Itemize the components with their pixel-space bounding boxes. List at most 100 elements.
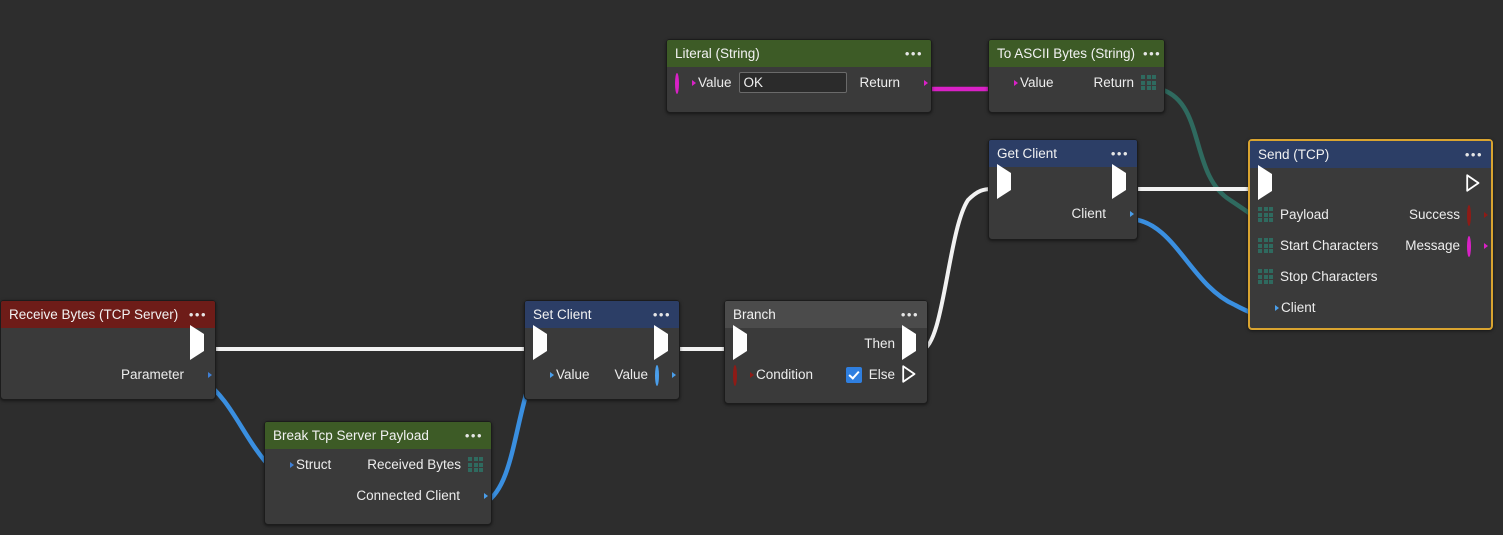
port-row-right: Success — [1408, 204, 1491, 226]
port-row-right: Client — [1071, 206, 1137, 222]
node-options-menu-icon[interactable]: ••• — [1143, 45, 1162, 61]
exec-port-filled-icon[interactable] — [654, 325, 671, 360]
node-options-menu-icon[interactable]: ••• — [652, 306, 671, 322]
port-label: Return — [1093, 75, 1134, 90]
node-options-menu-icon[interactable]: ••• — [1464, 146, 1483, 162]
node-header-break-tcp-server-payload[interactable]: Break Tcp Server Payload ••• — [265, 422, 491, 449]
port-row-right: Else — [845, 365, 927, 384]
array-grid-icon[interactable] — [468, 457, 483, 472]
node-get-client[interactable]: Get Client••• Client — [988, 139, 1138, 240]
port-empty — [997, 206, 1013, 222]
port-empty — [9, 336, 25, 352]
data-port-string-icon[interactable] — [997, 75, 1018, 91]
port-row: Stop Characters — [1250, 261, 1491, 292]
data-port-string-icon[interactable] — [675, 72, 696, 94]
port-row: Client — [989, 198, 1137, 229]
port-label: Value — [614, 367, 648, 382]
node-options-menu-icon[interactable]: ••• — [188, 306, 207, 322]
port-row: Value Value — [525, 359, 679, 390]
data-port-blue-icon[interactable] — [273, 457, 294, 473]
port-row-left — [525, 325, 550, 360]
array-grid-icon[interactable] — [1141, 75, 1156, 90]
exec-port-filled-icon[interactable] — [902, 325, 919, 360]
node-title: Break Tcp Server Payload — [273, 428, 429, 443]
node-to-ascii-bytes-string[interactable]: To ASCII Bytes (String)••• Value Return — [988, 39, 1165, 113]
node-header-send-tcp[interactable]: Send (TCP)••• — [1250, 141, 1491, 168]
data-port-blue-icon[interactable] — [655, 364, 676, 386]
exec-port-filled-icon[interactable] — [733, 325, 750, 360]
port-row-left — [1250, 165, 1275, 200]
array-grid-icon[interactable] — [1258, 269, 1273, 284]
data-port-string-icon[interactable] — [907, 75, 928, 91]
port-label: Value — [556, 367, 590, 382]
exec-port-hollow-icon[interactable] — [1466, 174, 1483, 193]
port-row-right — [1467, 269, 1491, 285]
port-row-left — [1, 336, 25, 352]
exec-port-filled-icon[interactable] — [997, 164, 1014, 199]
node-options-menu-icon[interactable]: ••• — [464, 427, 483, 443]
port-label: Value — [1020, 75, 1054, 90]
port-label: Received Bytes — [367, 457, 461, 472]
exec-port-filled-icon[interactable] — [533, 325, 550, 360]
data-port-blue-icon[interactable] — [1113, 206, 1134, 222]
node-set-client[interactable]: Set Client••• Value Value — [524, 300, 680, 400]
exec-port-hollow-icon[interactable] — [902, 365, 919, 384]
exec-port-filled-icon[interactable] — [1258, 165, 1275, 200]
port-row-right — [190, 325, 215, 360]
port-row: Parameter — [1, 359, 215, 390]
port-label: Return — [859, 75, 900, 90]
node-literal-string[interactable]: Literal (String)••• Value Return — [666, 39, 932, 113]
node-options-menu-icon[interactable]: ••• — [904, 45, 923, 61]
wire-client-to-client[interactable] — [1128, 216, 1263, 318]
port-row: Value Return — [667, 67, 931, 98]
node-header-to-ascii-bytes-string[interactable]: To ASCII Bytes (String)••• — [989, 40, 1164, 67]
node-header-receive-bytes[interactable]: Receive Bytes (TCP Server)••• — [1, 301, 215, 328]
data-port-blue-icon[interactable] — [191, 367, 212, 383]
port-row — [989, 164, 1137, 199]
exec-port-filled-icon[interactable] — [190, 325, 207, 360]
port-row-right — [654, 325, 679, 360]
data-port-string-icon[interactable] — [1467, 235, 1488, 257]
port-row-right: Received Bytes — [367, 457, 491, 472]
node-header-set-client[interactable]: Set Client••• — [525, 301, 679, 328]
data-port-bool-icon[interactable] — [1467, 204, 1488, 226]
port-label: Client — [1281, 300, 1316, 315]
port-row-left: Value — [667, 72, 847, 94]
node-header-get-client[interactable]: Get Client••• — [989, 140, 1137, 167]
port-row — [1, 325, 215, 360]
node-body-to-ascii-bytes-string: Value Return — [989, 67, 1164, 98]
literal-value-input[interactable] — [738, 72, 847, 93]
node-body-receive-bytes: Parameter — [1, 325, 215, 390]
port-row-right — [1112, 164, 1137, 199]
array-grid-icon[interactable] — [1258, 207, 1273, 222]
condition-checkbox[interactable] — [845, 366, 862, 383]
port-row-right: Parameter — [121, 367, 215, 383]
node-options-menu-icon[interactable]: ••• — [900, 306, 919, 322]
data-port-blue-icon[interactable] — [1258, 300, 1279, 316]
port-row — [525, 325, 679, 360]
array-grid-icon[interactable] — [1258, 238, 1273, 253]
node-header-branch[interactable]: Branch••• — [725, 301, 927, 328]
data-port-blue-icon[interactable] — [533, 367, 554, 383]
node-receive-bytes[interactable]: Receive Bytes (TCP Server)••• Parameter — [0, 300, 216, 400]
node-body-get-client: Client — [989, 164, 1137, 229]
data-port-bool-icon[interactable] — [733, 364, 754, 386]
port-row-left: Client — [1250, 300, 1316, 316]
node-options-menu-icon[interactable]: ••• — [1110, 145, 1129, 161]
data-port-blue-icon[interactable] — [467, 488, 488, 504]
port-row-right: Connected Client — [356, 488, 491, 504]
wire-branch-to-getclient[interactable] — [920, 187, 994, 352]
port-row-right — [1466, 174, 1491, 193]
port-row-left: Stop Characters — [1250, 269, 1378, 284]
exec-port-filled-icon[interactable] — [1112, 164, 1129, 199]
port-label: Success — [1408, 207, 1460, 222]
wire-ascii-to-payload[interactable] — [1160, 87, 1261, 222]
node-header-literal-string[interactable]: Literal (String)••• — [667, 40, 931, 67]
port-row-left: Condition — [725, 364, 813, 386]
